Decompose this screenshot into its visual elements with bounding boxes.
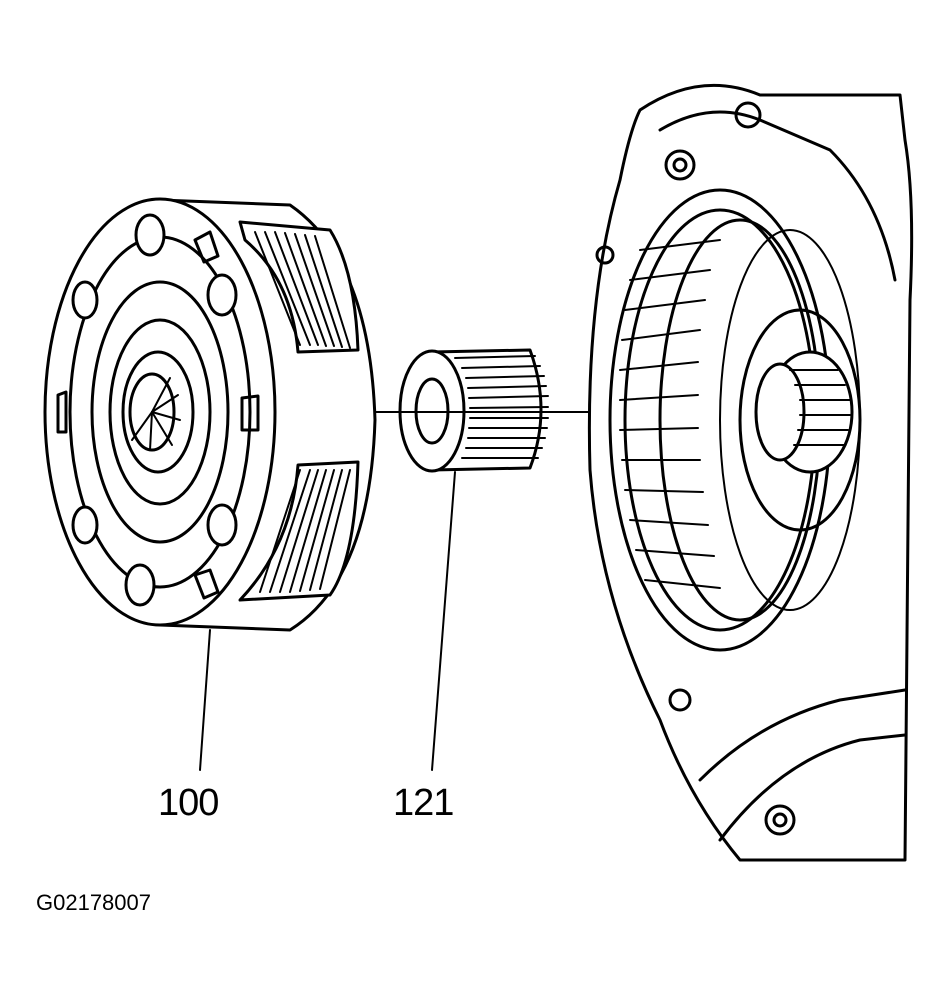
leader-line-121 bbox=[431, 471, 456, 771]
transmission-case bbox=[587, 83, 914, 862]
sun-gear-part-121 bbox=[398, 348, 549, 473]
leader-line-100 bbox=[199, 629, 211, 771]
carrier-part-100 bbox=[43, 197, 377, 632]
callout-label-121: 121 bbox=[393, 782, 454, 824]
callout-label-100: 100 bbox=[158, 782, 219, 824]
figure-id: G02178007 bbox=[36, 890, 151, 915]
